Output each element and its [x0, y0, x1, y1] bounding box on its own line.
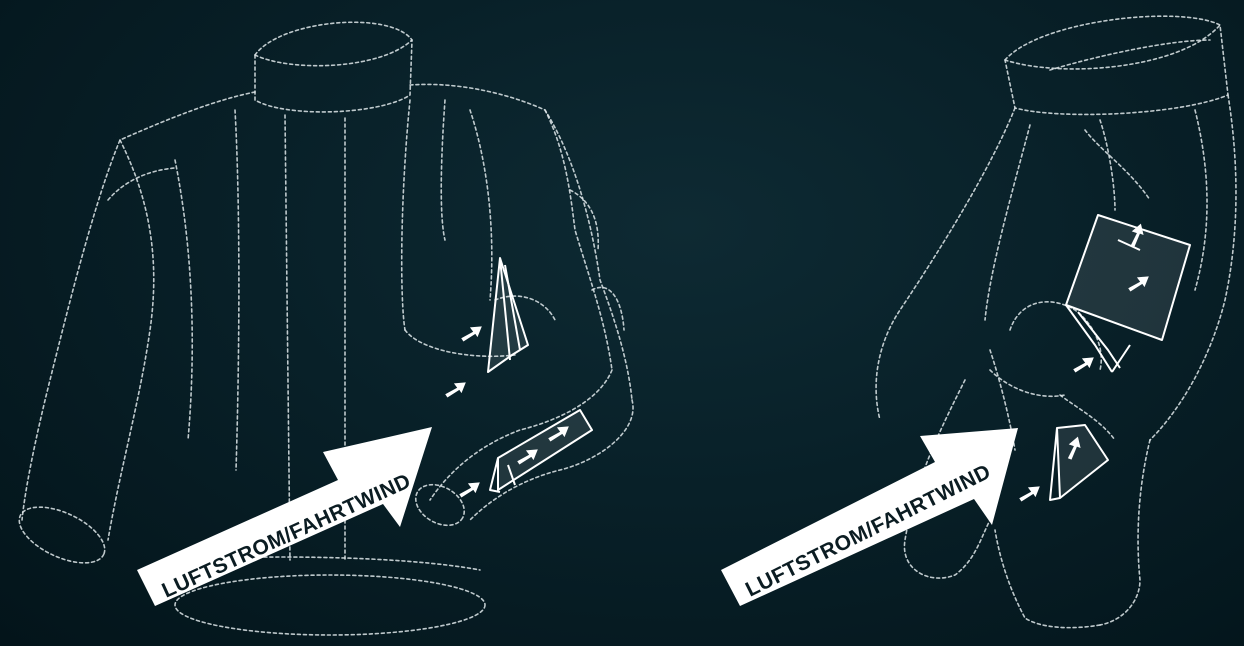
- jacket-illustration: [11, 22, 633, 635]
- airflow-arrow-icon: [459, 482, 480, 497]
- airflow-arrow-icon: [1073, 357, 1094, 372]
- pants-illustration: [876, 16, 1236, 627]
- airflow-arrow-icon: [461, 326, 482, 341]
- pants-airflow-arrow: LUFTSTROM/FAHRTWIND: [721, 428, 1018, 606]
- airflow-arrow-icon: [445, 382, 466, 397]
- airflow-arrow-icon: [1019, 486, 1040, 501]
- jacket-airflow-label: LUFTSTROM/FAHRTWIND: [159, 469, 415, 602]
- jacket-airflow-arrow: LUFTSTROM/FAHRTWIND: [137, 427, 432, 606]
- pants-airflow-label: LUFTSTROM/FAHRTWIND: [742, 460, 995, 601]
- chest-vent: [488, 258, 528, 372]
- knee-vent: [1057, 425, 1108, 498]
